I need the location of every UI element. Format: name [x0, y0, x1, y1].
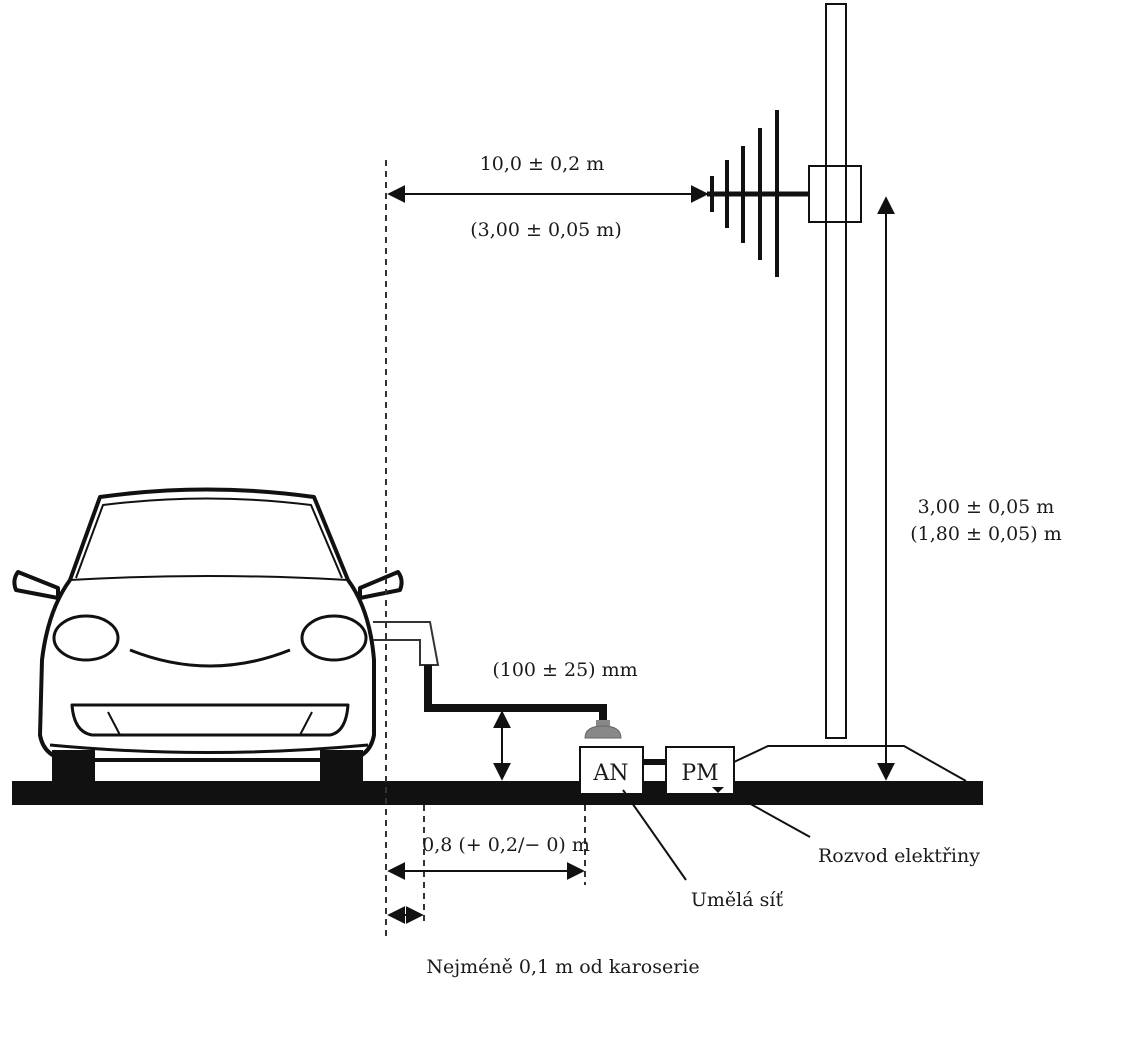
mast-base — [733, 745, 967, 782]
cable-distance-label: 0,8 (+ 0,2/− 0) m — [422, 834, 590, 856]
artificial-network-box — [579, 746, 644, 795]
ground-plane — [12, 781, 983, 805]
an-box-label: AN — [592, 761, 628, 786]
antenna-height-alt-label: (1,80 ± 0,05) m — [910, 523, 1062, 545]
power-supply-leader — [737, 796, 811, 838]
antenna-clamp — [808, 165, 862, 223]
power-supply-label: Rozvod elektřiny — [818, 845, 980, 867]
antenna-distance-alt-label: (3,00 ± 0,05 m) — [470, 219, 622, 241]
antenna-distance-label: 10,0 ± 0,2 m — [480, 153, 605, 175]
pm-marker — [712, 787, 724, 793]
antenna-mast — [825, 3, 847, 739]
pm-box-label: PM — [681, 761, 718, 786]
artificial-network-leader — [622, 789, 687, 881]
min-distance-label: Nejméně 0,1 m od karoserie — [426, 956, 699, 978]
antenna-height-label: 3,00 ± 0,05 m — [918, 496, 1055, 518]
power-mains-box — [665, 746, 735, 795]
cable-height-label: (100 ± 25) mm — [492, 659, 637, 681]
antenna — [707, 110, 809, 277]
charging-cable — [373, 621, 622, 739]
artificial-network-label: Umělá síť — [691, 889, 784, 911]
vehicle-front-view — [12, 487, 404, 782]
